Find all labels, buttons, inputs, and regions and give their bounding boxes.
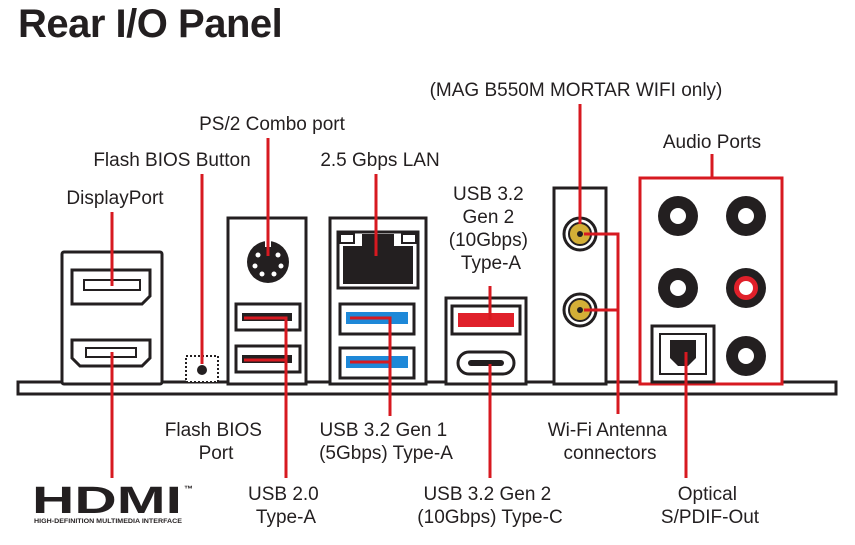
usb32-gen2-typea-port xyxy=(450,304,522,336)
optical-spdif-port xyxy=(650,324,716,384)
label-wifi-only-note: (MAG B550M MORTAR WIFI only) xyxy=(430,80,723,101)
labels: (MAG B550M MORTAR WIFI only) Audio Ports… xyxy=(66,80,761,528)
leader-usb32-gen1 xyxy=(350,316,392,416)
label-usb32-gen1-typea: USB 3.2 Gen 1 (5Gbps) Type-A xyxy=(319,420,453,464)
label-audio-ports: Audio Ports xyxy=(663,132,761,153)
lan-port xyxy=(336,230,420,290)
label-usb32-gen2-typea: USB 3.2 Gen 2 (10Gbps) Type-A xyxy=(449,184,533,274)
leader-lines xyxy=(110,104,714,478)
label-flash-bios-button: Flash BIOS Button xyxy=(93,150,250,171)
hdmi-logo-tagline: HIGH-DEFINITION MULTIMEDIA INTERFACE xyxy=(34,518,183,525)
hdmi-logo: HDMI ™ HIGH-DEFINITION MULTIMEDIA INTERF… xyxy=(32,480,193,525)
audio-jack-4-red xyxy=(726,268,766,308)
label-flash-bios-port: Flash BIOS Port xyxy=(165,420,267,464)
hdmi-logo-wordmark: HDMI xyxy=(32,480,182,522)
label-optical-spdif: Optical S/PDIF-Out xyxy=(661,484,760,528)
label-usb32-gen2-typec: USB 3.2 Gen 2 (10Gbps) Type-C xyxy=(417,484,562,528)
audio-jack-5 xyxy=(726,336,766,376)
page-title: Rear I/O Panel xyxy=(18,2,283,46)
label-usb20-typea: USB 2.0 Type-A xyxy=(248,484,324,528)
label-ps2-combo-port: PS/2 Combo port xyxy=(199,114,345,135)
label-displayport: DisplayPort xyxy=(66,188,164,209)
usb32-gen2-typec-port xyxy=(456,350,516,376)
audio-block xyxy=(638,176,784,386)
usb-gen2-block xyxy=(444,296,528,386)
leader-wifi-antenna xyxy=(584,232,620,414)
audio-jack-1 xyxy=(658,196,698,236)
lan-usb-gen1-block xyxy=(328,216,428,386)
label-wifi-antenna: Wi-Fi Antenna connectors xyxy=(548,420,673,464)
audio-jack-3 xyxy=(658,268,698,308)
audio-jack-2 xyxy=(726,196,766,236)
hdmi-logo-trademark: ™ xyxy=(184,484,193,494)
label-lan: 2.5 Gbps LAN xyxy=(320,150,439,171)
leader-usb20 xyxy=(244,316,288,478)
